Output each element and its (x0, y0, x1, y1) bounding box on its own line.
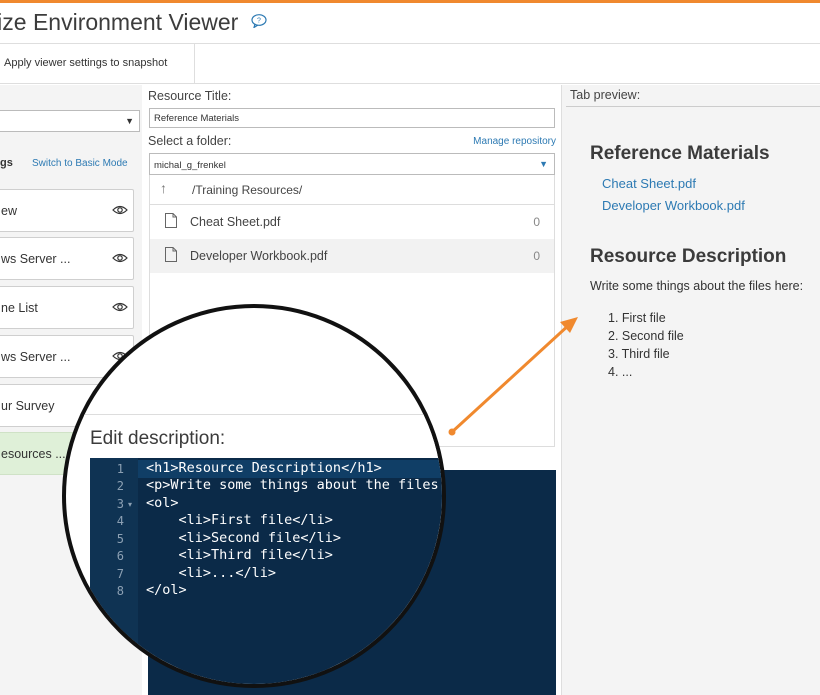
tab-item-label: ne List (1, 301, 38, 315)
title-bar: mize Environment Viewer ? (0, 0, 820, 44)
file-count: 0 (533, 249, 540, 263)
toolbar: Apply viewer settings to snapshot (0, 44, 820, 84)
up-arrow-icon[interactable]: ↑ (160, 180, 167, 196)
tab-item-label: esources ... (1, 447, 66, 461)
fold-marker-icon[interactable]: ▾ (128, 500, 133, 509)
tab-item[interactable]: ew (0, 189, 134, 232)
file-icon (165, 247, 177, 262)
line-gutter (90, 458, 138, 684)
tab-item[interactable]: ne List (0, 286, 134, 329)
active-line-highlight (138, 460, 442, 478)
line-number: 1 (116, 462, 124, 476)
divider (566, 106, 820, 107)
preview-heading-description: Resource Description (590, 246, 787, 267)
code-line: <ol> (146, 495, 179, 511)
eye-icon[interactable] (112, 301, 128, 313)
code-line: <li>Second file</li> (146, 530, 342, 546)
tab-preview-label: Tab preview: (570, 88, 641, 102)
line-number: 6 (116, 549, 124, 563)
svg-text:?: ? (257, 18, 261, 25)
tab-select-dropdown[interactable]: ▼ (0, 110, 140, 132)
tab-item[interactable]: ws Server ... (0, 237, 134, 280)
caret-down-icon: ▼ (125, 116, 134, 126)
help-bubble-icon[interactable]: ? (251, 14, 267, 28)
tab-item-label: ws Server ... (1, 350, 71, 364)
file-count: 0 (533, 215, 540, 229)
magnifier-lens: Edit description: 1 2 3 ▾ 4 5 6 7 8 <h1>… (62, 304, 446, 688)
tab-item-label: ur Survey (1, 399, 55, 413)
preview-list-item: 2. Second file (608, 329, 684, 343)
preview-link[interactable]: Developer Workbook.pdf (602, 198, 745, 213)
tab-preview-panel: Tab preview: Reference Materials Cheat S… (561, 85, 820, 695)
preview-list-item: 4. ... (608, 365, 633, 379)
folder-select-value: michal_g_frenkel (154, 160, 226, 171)
caret-down-icon: ▼ (539, 159, 548, 169)
line-number: 2 (116, 479, 124, 493)
file-name: Cheat Sheet.pdf (190, 215, 281, 229)
line-number: 5 (116, 532, 124, 546)
preview-link[interactable]: Cheat Sheet.pdf (602, 176, 696, 191)
code-line: <li>...</li> (146, 565, 277, 581)
manage-repository-link[interactable]: Manage repository (473, 136, 556, 147)
resource-title-label: Resource Title: (148, 89, 232, 103)
page-title: mize Environment Viewer ? (0, 9, 267, 36)
magnified-content: Edit description: 1 2 3 ▾ 4 5 6 7 8 <h1>… (66, 308, 442, 684)
code-editor[interactable]: 1 2 3 ▾ 4 5 6 7 8 <h1>Resource Descripti… (90, 458, 442, 684)
code-line: <p>Write some things about the files (146, 477, 439, 493)
switch-basic-mode-link[interactable]: Switch to Basic Mode (32, 158, 128, 169)
preview-heading-materials: Reference Materials (590, 143, 770, 164)
code-line: <li>First file</li> (146, 512, 333, 528)
file-name: Developer Workbook.pdf (190, 249, 328, 263)
apply-settings-button[interactable]: Apply viewer settings to snapshot (0, 44, 195, 83)
code-line: <h1>Resource Description</h1> (146, 460, 382, 476)
folder-select[interactable]: michal_g_frenkel ▼ (149, 153, 555, 175)
page-title-text: mize Environment Viewer (0, 9, 239, 35)
preview-paragraph: Write some things about the files here: (590, 279, 804, 293)
code-line: <li>Third file</li> (146, 547, 333, 563)
settings-heading: gs (0, 157, 13, 169)
path-row[interactable]: ↑ /Training Resources/ (150, 175, 554, 205)
file-row[interactable]: Cheat Sheet.pdf 0 (150, 205, 554, 239)
file-row[interactable]: Developer Workbook.pdf 0 (150, 239, 554, 273)
resource-title-input[interactable]: Reference Materials (149, 108, 555, 128)
code-line: </ol> (146, 582, 187, 598)
tab-item-label: ws Server ... (1, 252, 71, 266)
eye-icon[interactable] (112, 252, 128, 264)
folder-label: Select a folder: (148, 134, 232, 148)
line-number: 7 (116, 567, 124, 581)
preview-list-item: 3. Third file (608, 347, 670, 361)
line-number: 3 (116, 497, 124, 511)
line-number: 4 (116, 514, 124, 528)
folder-path: /Training Resources/ (192, 183, 303, 197)
tab-item-label: ew (1, 204, 17, 218)
file-icon (165, 213, 177, 228)
edit-description-label: Edit description: (90, 428, 226, 449)
line-number: 8 (116, 584, 124, 598)
eye-icon[interactable] (112, 204, 128, 216)
preview-list-item: 1. First file (608, 311, 666, 325)
